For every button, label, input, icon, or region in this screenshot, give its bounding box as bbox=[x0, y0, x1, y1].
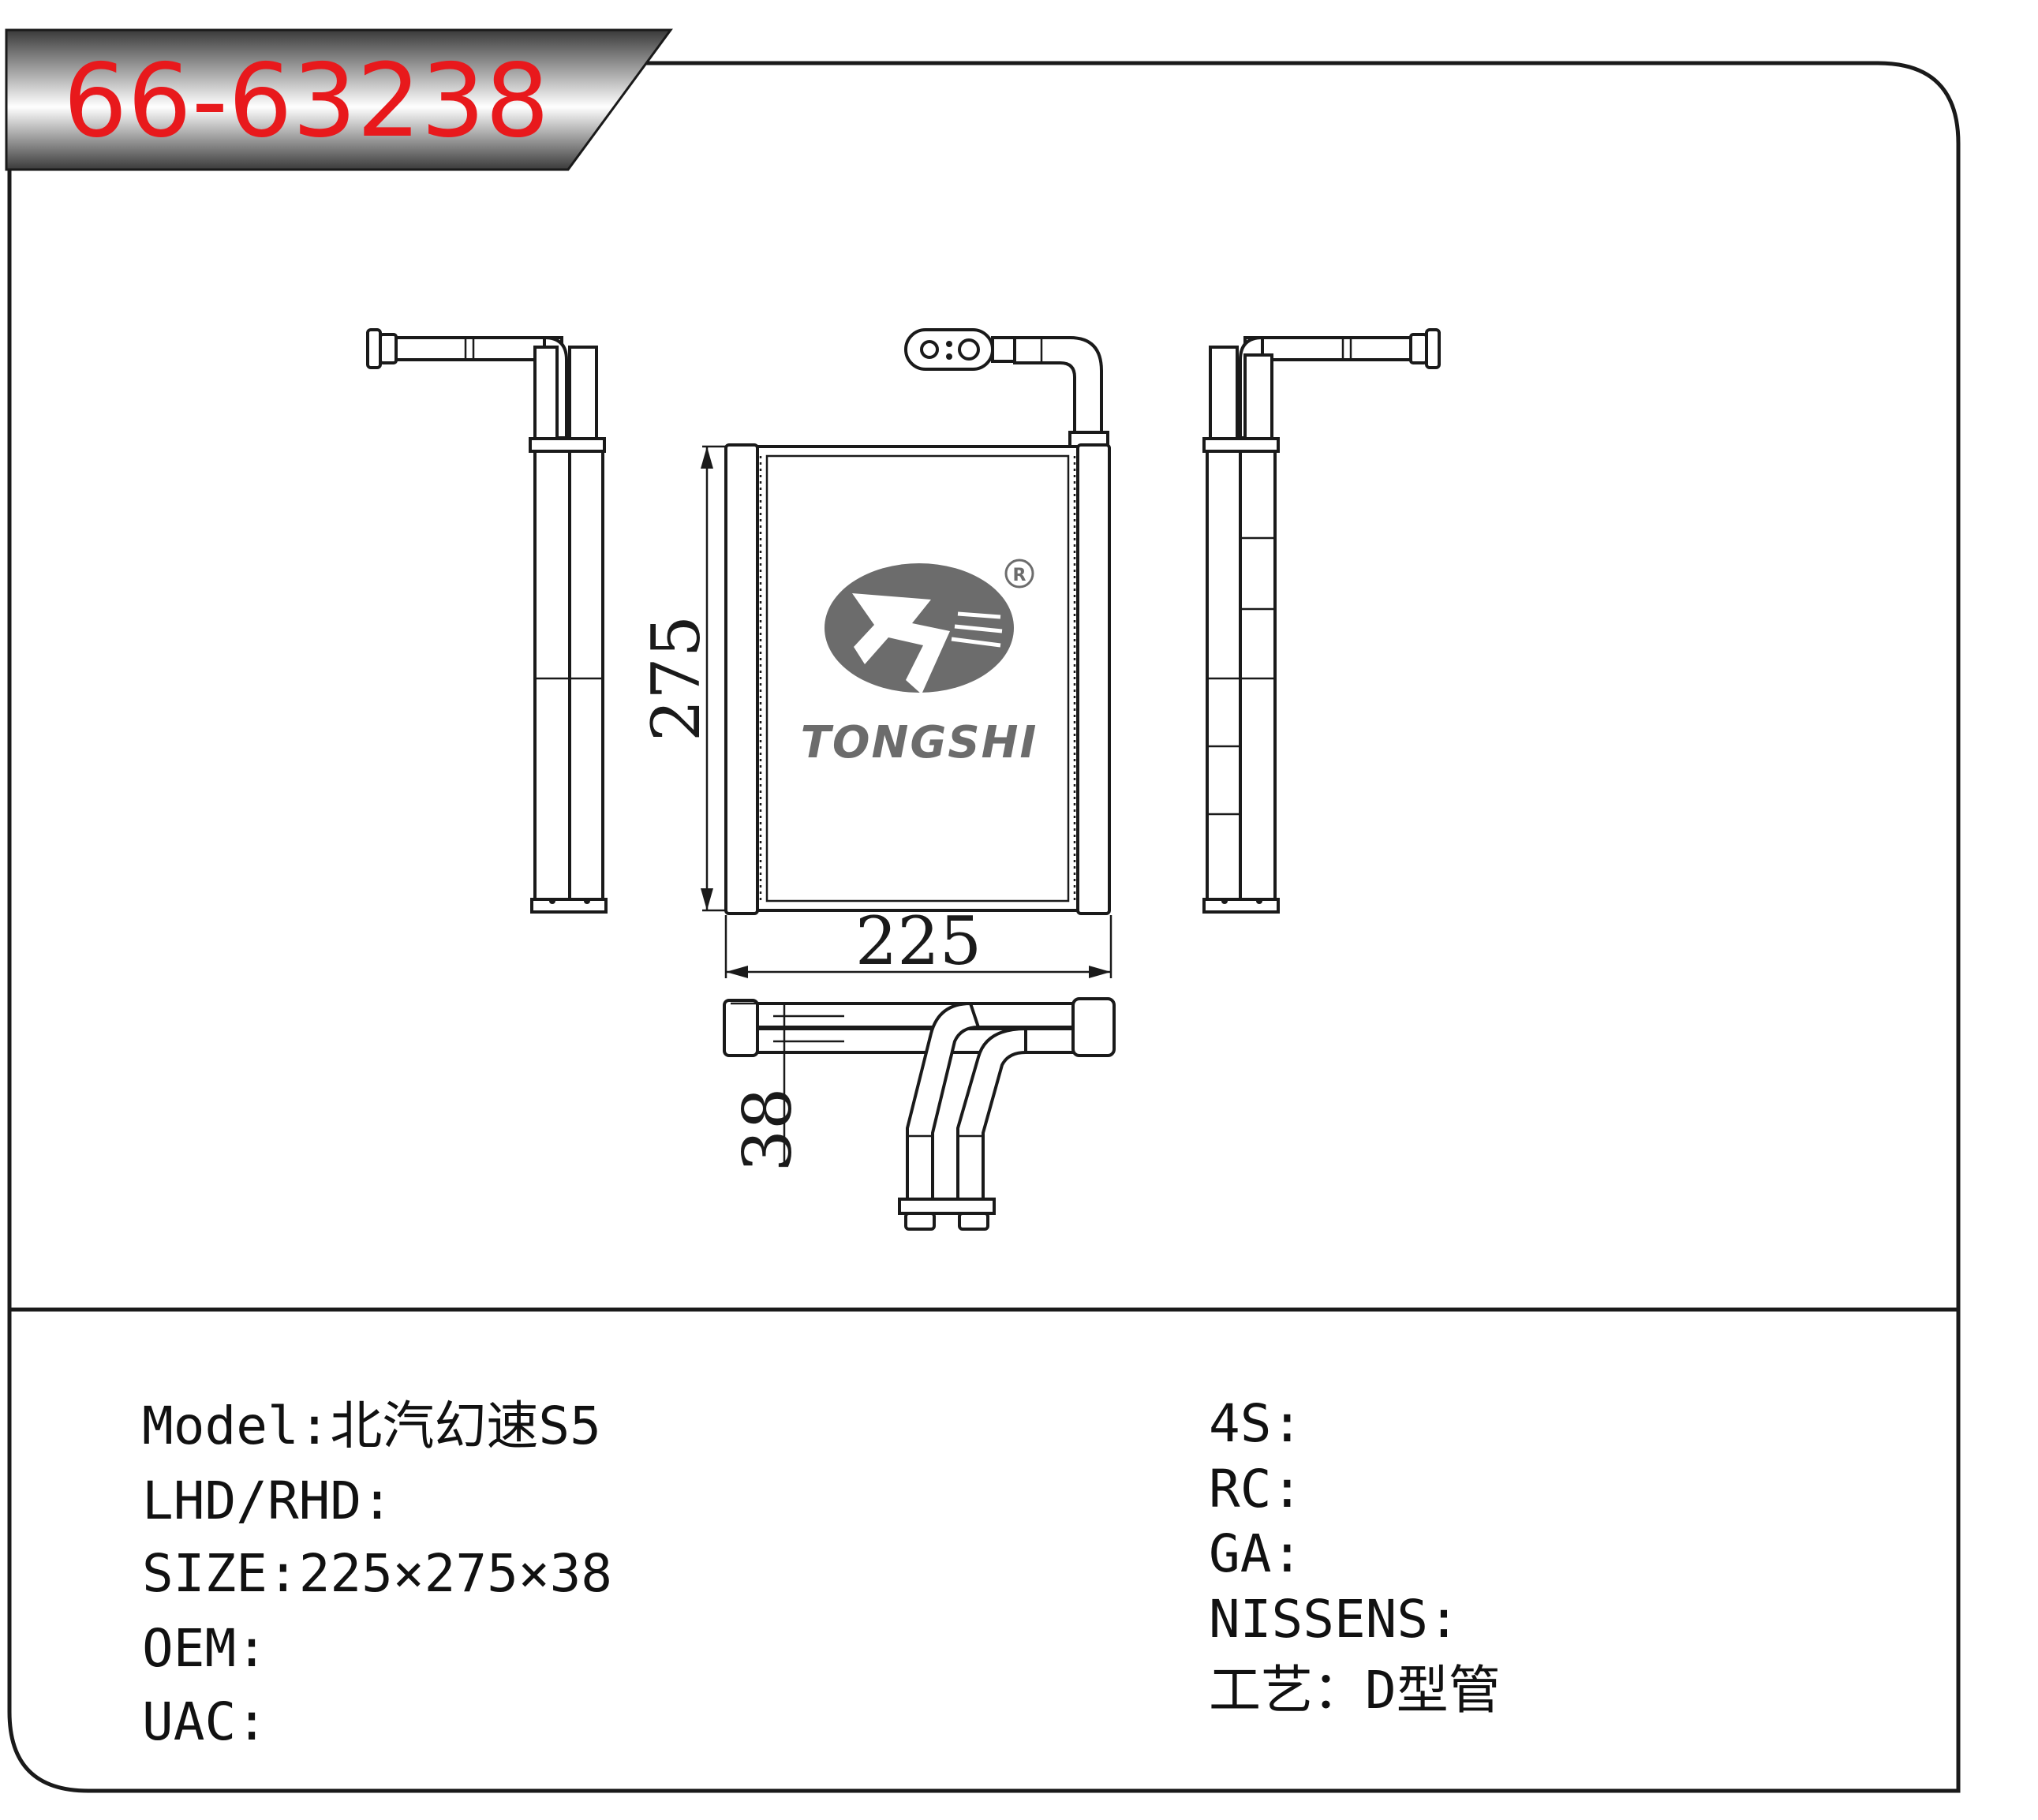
spec-4s: 4S: bbox=[1209, 1393, 1303, 1454]
spec-uac: UAC: bbox=[142, 1691, 267, 1752]
brand-name: TONGSHI bbox=[801, 717, 1038, 768]
spec-nissens: NISSENS: bbox=[1209, 1589, 1460, 1650]
part-number: 66-63238 bbox=[63, 43, 549, 160]
registered-mark-icon bbox=[1004, 559, 1034, 589]
spec-model: Model:北汽幻速S5 bbox=[142, 1396, 601, 1456]
right-side-view bbox=[1202, 328, 1441, 914]
spec-ga: GA: bbox=[1209, 1523, 1303, 1584]
dimension-width: 225 bbox=[855, 903, 982, 980]
dimension-height: 275 bbox=[638, 615, 715, 742]
spec-rc: RC: bbox=[1209, 1459, 1303, 1519]
spec-oem: OEM: bbox=[142, 1618, 267, 1679]
sheet-border bbox=[7, 61, 1961, 1793]
spec-process: 工艺：D型管 bbox=[1209, 1660, 1501, 1721]
spec-lhd-rhd: LHD/RHD: bbox=[142, 1471, 393, 1531]
top-view: 38 bbox=[723, 997, 1116, 1231]
part-number-badge: 66-63238 bbox=[5, 28, 673, 171]
left-side-view bbox=[366, 328, 608, 914]
svg-text:R: R bbox=[1013, 566, 1026, 585]
brand-logo: R TONGSHI bbox=[801, 559, 1038, 768]
front-view: R TONGSHI 275 225 bbox=[638, 328, 1112, 980]
dimension-depth: 38 bbox=[729, 1088, 806, 1172]
spec-size: SIZE:225×275×38 bbox=[142, 1543, 613, 1604]
